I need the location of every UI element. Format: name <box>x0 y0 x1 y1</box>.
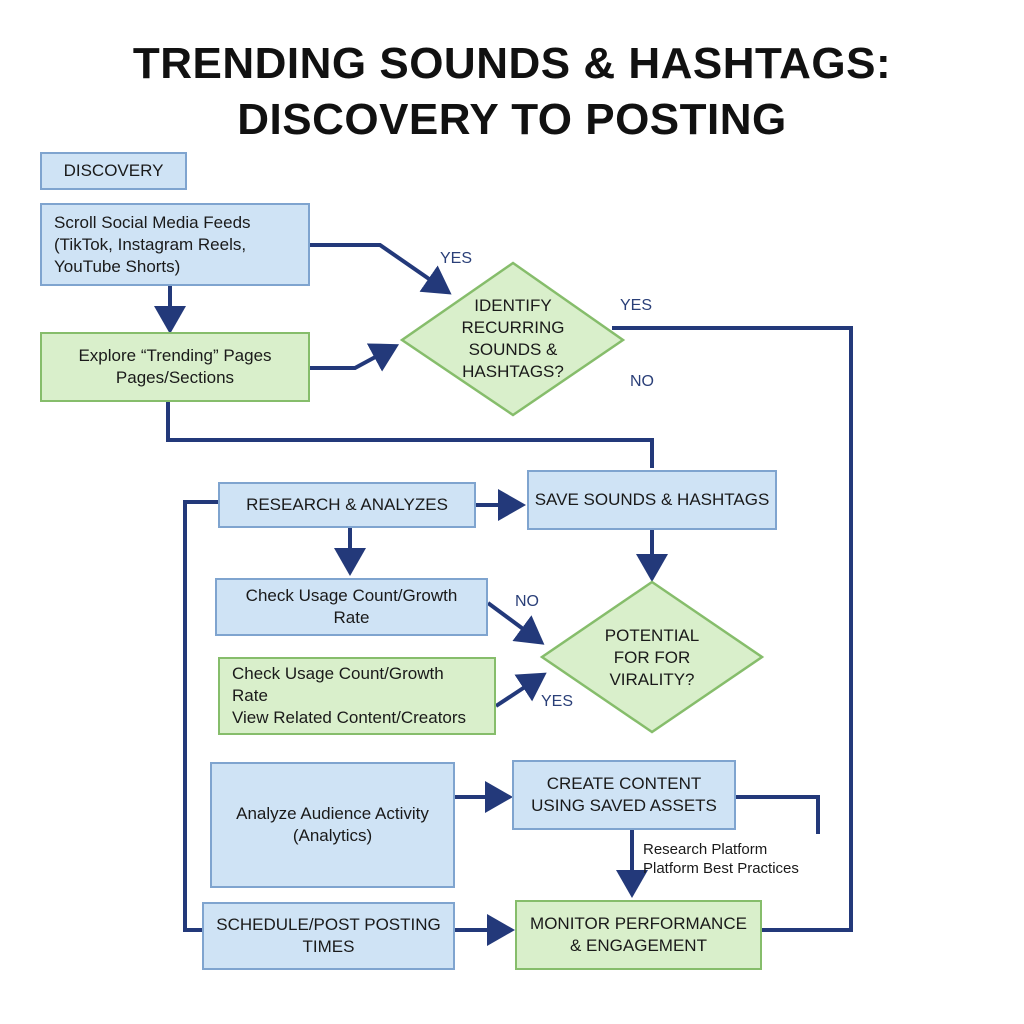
related-line-2: Rate <box>232 686 268 705</box>
schedule-line-2: TIMES <box>302 937 355 956</box>
explore-line-1: Explore “Trending” Pages <box>78 346 272 365</box>
diagram-title: TRENDING SOUNDS & HASHTAGS: DISCOVERY TO… <box>0 36 1024 148</box>
virality-decision-label: POTENTIAL FOR FOR VIRALITY? <box>572 625 732 691</box>
create-line-2: USING SAVED ASSETS <box>531 796 717 815</box>
note-line-2: Platform Best Practices <box>643 860 799 877</box>
research-platform-note: Research Platform Platform Best Practice… <box>643 840 799 878</box>
title-line-2: DISCOVERY TO POSTING <box>237 95 787 144</box>
decision-identify-shape <box>399 261 626 417</box>
edge-scroll-to-identify <box>310 243 452 295</box>
scroll-line-2: (TikTok, Instagram Reels, <box>54 234 247 254</box>
edge-create-stub <box>736 795 820 834</box>
scroll-line-3: YouTube Shorts) <box>54 256 181 276</box>
virality-line-1: POTENTIAL <box>604 626 700 645</box>
save-sounds-box: SAVE SOUNDS & HASHTAGS <box>527 470 777 530</box>
virality-line-3: VIRALITY? <box>609 670 695 689</box>
virality-line-2: FOR FOR <box>613 648 691 667</box>
check-usage-box: Check Usage Count/Growth Rate <box>215 578 488 636</box>
explore-line-2: Pages/Sections <box>115 368 235 387</box>
explore-trending-box: Explore “Trending” Pages Pages/Sections <box>40 332 310 402</box>
identify-line-3: SOUNDS & <box>468 340 558 359</box>
discovery-box: DISCOVERY <box>40 152 187 190</box>
edge-explore-to-save <box>166 402 654 468</box>
related-line-1: Check Usage Count/Growth <box>232 664 444 683</box>
edge-identify-to-monitor <box>612 326 853 932</box>
edge-loop-to-research <box>183 500 218 932</box>
check-usage-line-1: Check Usage Count/Growth <box>245 586 458 605</box>
save-label: SAVE SOUNDS & HASHTAGS <box>534 490 770 509</box>
label-no-virality: NO <box>515 593 539 610</box>
check-usage-line-2: Rate <box>333 608 370 627</box>
create-line-1: CREATE CONTENT <box>546 774 702 793</box>
scroll-line-1: Scroll Social Media Feeds <box>54 212 251 232</box>
decision-virality-shape <box>539 580 765 734</box>
identify-line-4: HASHTAGS? <box>462 362 564 381</box>
analyze-audience-box: Analyze Audience Activity (Analytics) <box>210 762 455 888</box>
analyze-line-2: (Analytics) <box>292 826 373 845</box>
edge-related-to-virality <box>494 672 547 708</box>
label-yes-identify-in: YES <box>440 250 473 267</box>
scroll-feeds-box: Scroll Social Media Feeds (TikTok, Insta… <box>40 203 310 286</box>
monitor-line-1: MONITOR PERFORMANCE <box>530 914 747 933</box>
create-content-box: CREATE CONTENT USING SAVED ASSETS <box>512 760 736 830</box>
monitor-performance-box: MONITOR PERFORMANCE & ENGAGEMENT <box>515 900 762 970</box>
identify-line-2: RECURRING <box>461 318 565 337</box>
research-label: RESEARCH & ANALYZES <box>246 495 448 514</box>
analyze-line-1: Analyze Audience Activity <box>236 804 429 823</box>
edge-check-to-virality <box>486 601 545 645</box>
schedule-line-1: SCHEDULE/POST POSTING <box>216 915 441 934</box>
label-no-identify: NO <box>630 373 654 390</box>
research-analyzes-box: RESEARCH & ANALYZES <box>218 482 476 528</box>
label-yes-virality: YES <box>541 693 574 710</box>
title-line-1: TRENDING SOUNDS & HASHTAGS: <box>132 39 892 88</box>
identify-decision-label: IDENTIFY RECURRING SOUNDS & HASHTAGS? <box>432 295 594 383</box>
note-line-1: Research Platform <box>643 841 768 858</box>
label-yes-identify-out: YES <box>620 297 653 314</box>
edge-explore-to-identify <box>310 343 400 372</box>
check-usage-related-box: Check Usage Count/Growth Rate View Relat… <box>218 657 496 735</box>
discovery-label: DISCOVERY <box>63 161 164 180</box>
related-line-3: View Related Content/Creators <box>232 708 467 727</box>
monitor-line-2: & ENGAGEMENT <box>570 936 707 955</box>
schedule-post-box: SCHEDULE/POST POSTING TIMES <box>202 902 455 970</box>
identify-line-1: IDENTIFY <box>474 296 552 315</box>
